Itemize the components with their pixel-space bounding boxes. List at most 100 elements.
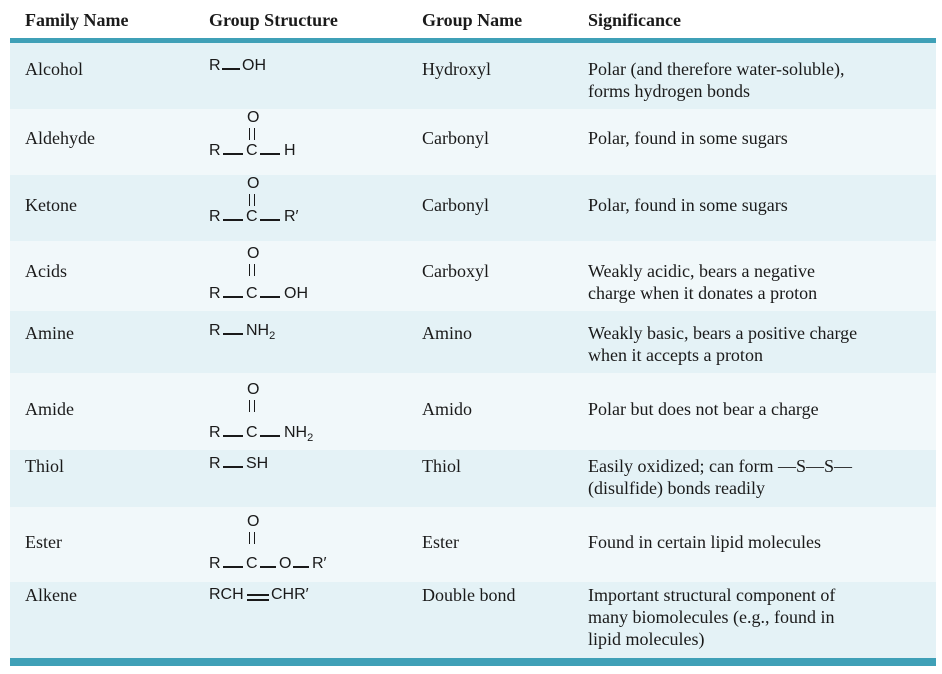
bond — [293, 566, 309, 568]
atom-r: R — [209, 142, 221, 159]
bond — [222, 68, 240, 70]
atom-r: R — [209, 424, 221, 441]
significance: Easily oxidized; can form —S—S— (disulfi… — [588, 455, 933, 499]
bond — [223, 219, 243, 221]
atom-o: O — [247, 381, 260, 398]
table-row: Amine R NH2 Amino Weakly basic, bears a … — [10, 311, 936, 373]
significance: Found in certain lipid molecules — [588, 532, 821, 552]
atom-chr-prime: CHR′ — [271, 586, 309, 603]
significance: Important structural component of many b… — [588, 584, 933, 650]
atom-o: O — [247, 245, 260, 262]
group-name: Amido — [422, 399, 473, 419]
family-name: Thiol — [25, 456, 64, 476]
bond — [260, 435, 280, 437]
atom-nh: NH — [246, 322, 270, 339]
bond — [223, 466, 243, 468]
bond — [247, 594, 269, 596]
family-name: Amine — [25, 323, 74, 343]
header-group-name: Group Name — [422, 10, 523, 30]
atom-o: O — [279, 555, 292, 572]
bond — [260, 296, 280, 298]
bond — [260, 219, 280, 221]
header-divider — [10, 38, 936, 43]
atom-r: R — [209, 208, 221, 225]
atom-o: O — [247, 513, 260, 530]
bond — [247, 599, 269, 601]
atom-c: C — [246, 555, 258, 572]
header-family-name: Family Name — [25, 10, 129, 30]
footer-divider — [10, 658, 936, 666]
group-name: Ester — [422, 532, 459, 552]
atom-o: O — [247, 175, 260, 192]
atom-c: C — [246, 208, 258, 225]
significance: Polar, found in some sugars — [588, 128, 788, 148]
atom-nh: NH — [284, 424, 308, 441]
atom-h: H — [284, 142, 296, 159]
atom-oh: OH — [284, 285, 308, 302]
bond — [260, 566, 276, 568]
family-name: Alcohol — [25, 59, 83, 79]
significance-line: Weakly basic, bears a positive charge — [588, 323, 858, 343]
group-name: Amino — [422, 323, 473, 343]
atom-r: R — [209, 455, 221, 472]
significance: Weakly basic, bears a positive charge wh… — [588, 322, 933, 366]
family-name: Acids — [25, 261, 67, 281]
significance-line: forms hydrogen bonds — [588, 81, 750, 101]
table-row: Ketone O R C R′ Carbonyl Polar, found in… — [10, 175, 936, 241]
significance: Polar, found in some sugars — [588, 195, 788, 215]
family-name: Alkene — [25, 585, 77, 605]
family-name: Ketone — [25, 195, 77, 215]
double-bond — [249, 128, 255, 140]
atom-sh: SH — [246, 455, 269, 472]
table-row: Alcohol R OH Hydroxyl Polar (and therefo… — [10, 43, 936, 109]
atom-r: R — [209, 285, 221, 302]
significance-line: Important structural component of — [588, 585, 836, 605]
subscript: 2 — [307, 432, 314, 445]
bond — [260, 153, 280, 155]
table-row: Aldehyde O R C H Carbonyl Polar, found i… — [10, 109, 936, 175]
group-name: Thiol — [422, 456, 461, 476]
significance-line: (disulfide) bonds readily — [588, 478, 765, 498]
double-bond — [249, 532, 255, 544]
bond — [223, 435, 243, 437]
significance-line: charge when it donates a proton — [588, 283, 818, 303]
atom-r: R — [209, 555, 221, 572]
atom-o: O — [247, 109, 260, 126]
family-name: Amide — [25, 399, 74, 419]
table-row: Thiol R SH Thiol Easily oxidized; can fo… — [10, 450, 936, 507]
atom-oh: OH — [242, 57, 266, 74]
atom-c: C — [246, 285, 258, 302]
significance-line: Polar (and therefore water-soluble), — [588, 59, 845, 79]
significance-line: many biomolecules (e.g., found in — [588, 607, 835, 627]
table-row: Ester O R C O R′ Ester Found in certain … — [10, 507, 936, 582]
group-name: Carbonyl — [422, 128, 489, 148]
significance-line: Weakly acidic, bears a negative — [588, 261, 815, 281]
table-row: Amide O R C NH2 Amido Polar but does not… — [10, 373, 936, 450]
significance-line: lipid molecules) — [588, 629, 705, 649]
bond — [223, 333, 243, 335]
double-bond — [249, 194, 255, 206]
table-header: Family Name Group Structure Group Name S… — [0, 0, 942, 38]
header-group-structure: Group Structure — [209, 10, 338, 30]
group-name: Carboxyl — [422, 261, 489, 281]
atom-c: C — [246, 142, 258, 159]
family-name: Ester — [25, 532, 62, 552]
atom-r-prime: R′ — [284, 208, 299, 225]
atom-r-prime: R′ — [312, 555, 327, 572]
table-row: Alkene RCH CHR′ Double bond Important st… — [10, 582, 936, 658]
atom-rch: RCH — [209, 586, 244, 603]
atom-r: R — [209, 322, 221, 339]
group-name: Hydroxyl — [422, 59, 491, 79]
group-name: Carbonyl — [422, 195, 489, 215]
group-name: Double bond — [422, 585, 516, 605]
bond — [223, 566, 243, 568]
significance: Weakly acidic, bears a negative charge w… — [588, 260, 933, 304]
atom-c: C — [246, 424, 258, 441]
significance-line: Easily oxidized; can form —S—S— — [588, 456, 852, 476]
bond — [223, 153, 243, 155]
table-row: Acids O R C OH Carboxyl Weakly acidic, b… — [10, 241, 936, 311]
family-name: Aldehyde — [25, 128, 95, 148]
subscript: 2 — [269, 330, 276, 343]
bond — [223, 296, 243, 298]
double-bond — [249, 264, 255, 276]
